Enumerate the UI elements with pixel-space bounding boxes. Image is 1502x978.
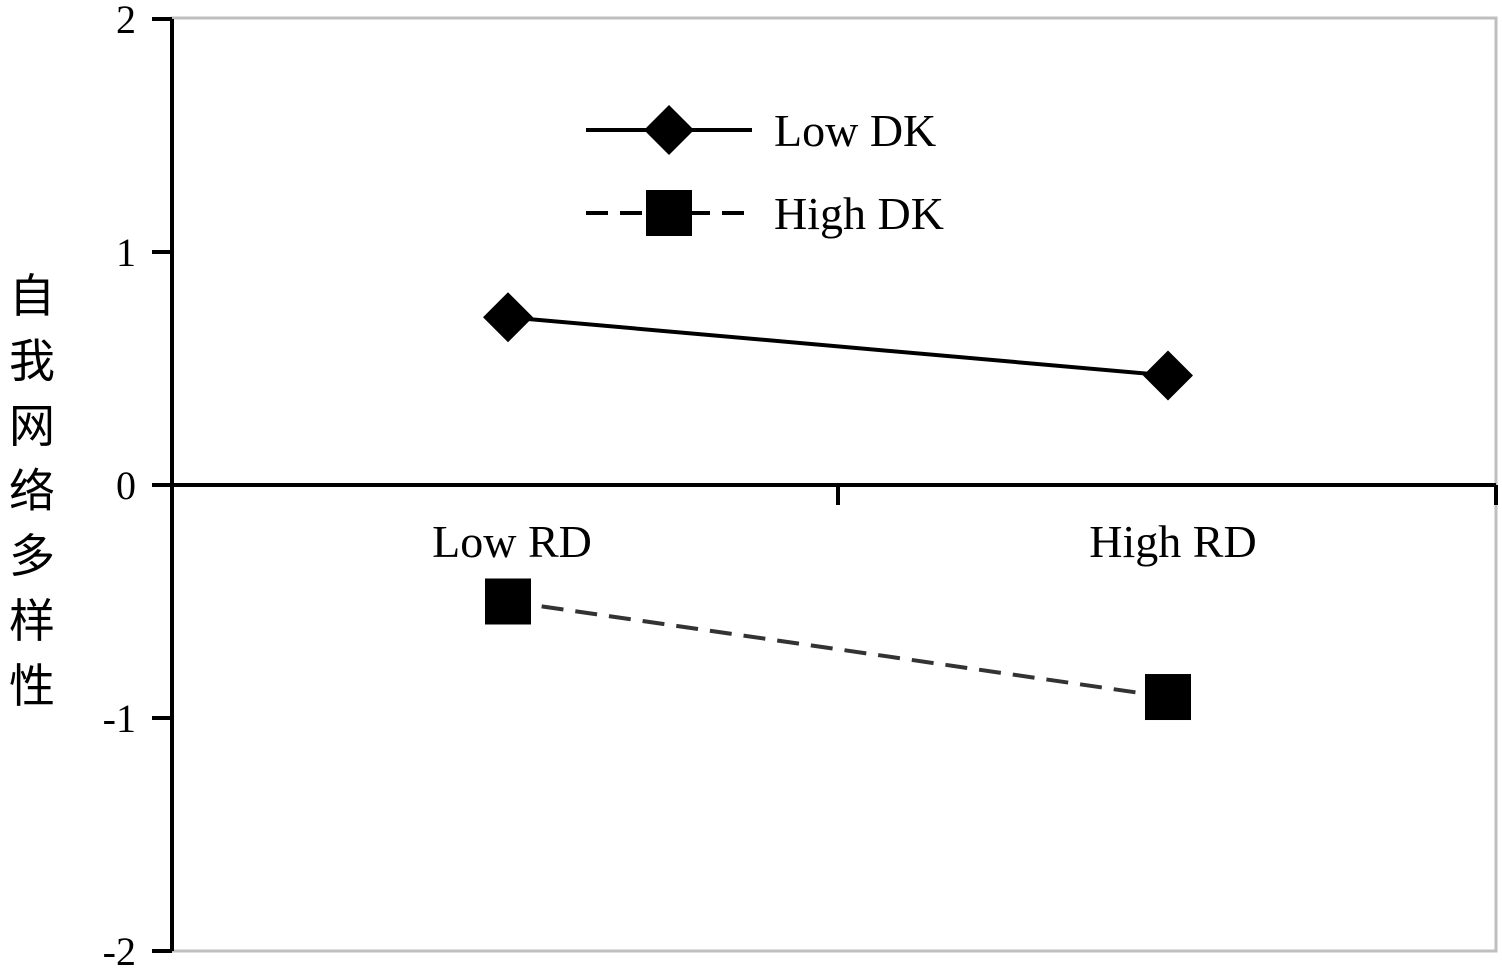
x-tick-label: High RD (1089, 516, 1256, 567)
y-tick-label: 2 (116, 0, 136, 42)
y-tick-label: 1 (116, 230, 136, 275)
legend-label-1: High DK (774, 188, 944, 239)
legend: Low DK High DK (586, 105, 944, 239)
series-layer (483, 292, 1193, 721)
y-axis-title: 自我网络多样性 (9, 271, 55, 712)
data-point (485, 578, 531, 625)
y-tick-label: -1 (103, 696, 136, 741)
legend-marker-1 (646, 190, 692, 236)
series-line-0 (507, 315, 1169, 378)
series-line-1 (507, 599, 1169, 700)
y-axis: 2 1 0 -1 -2 (103, 0, 174, 974)
data-point (1143, 350, 1193, 401)
x-tick-label: Low RD (432, 516, 592, 567)
y-tick-label: 0 (116, 463, 136, 508)
legend-marker-0 (644, 105, 694, 155)
data-point (483, 292, 533, 343)
y-axis-label: 自我网络多样性 (9, 271, 55, 712)
x-axis: Low RD High RD (172, 483, 1498, 567)
y-tick-label: -2 (103, 929, 136, 973)
legend-label-0: Low DK (774, 105, 936, 156)
data-point (1145, 674, 1191, 721)
